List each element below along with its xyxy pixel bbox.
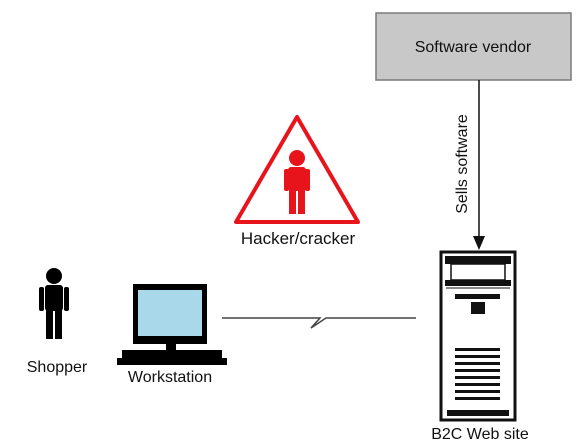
sells-software-connector: Sells software bbox=[454, 80, 485, 250]
b2c-web-site-label: B2C Web site bbox=[431, 426, 529, 443]
arrow-head-icon bbox=[473, 236, 485, 250]
shopper-label: Shopper bbox=[27, 359, 88, 376]
shopper-figure-icon bbox=[39, 268, 69, 339]
workstation-node: Workstation bbox=[117, 284, 227, 386]
software-vendor-label: Software vendor bbox=[415, 39, 532, 56]
shopper-node: Shopper bbox=[27, 268, 88, 376]
network-connection-line bbox=[222, 317, 416, 329]
hacker-figure-icon bbox=[284, 150, 310, 214]
workstation-computer-icon bbox=[117, 284, 227, 365]
b2c-web-site-node: B2C Web site bbox=[431, 250, 529, 443]
workstation-label: Workstation bbox=[128, 369, 212, 386]
hacker-cracker-label: Hacker/cracker bbox=[241, 229, 356, 248]
sells-software-label: Sells software bbox=[454, 114, 471, 214]
software-vendor-box bbox=[375, 12, 572, 81]
server-tower-icon bbox=[439, 250, 517, 422]
software-vendor-node: Software vendor bbox=[375, 12, 572, 81]
hacker-cracker-node: Hacker/cracker bbox=[234, 115, 360, 248]
